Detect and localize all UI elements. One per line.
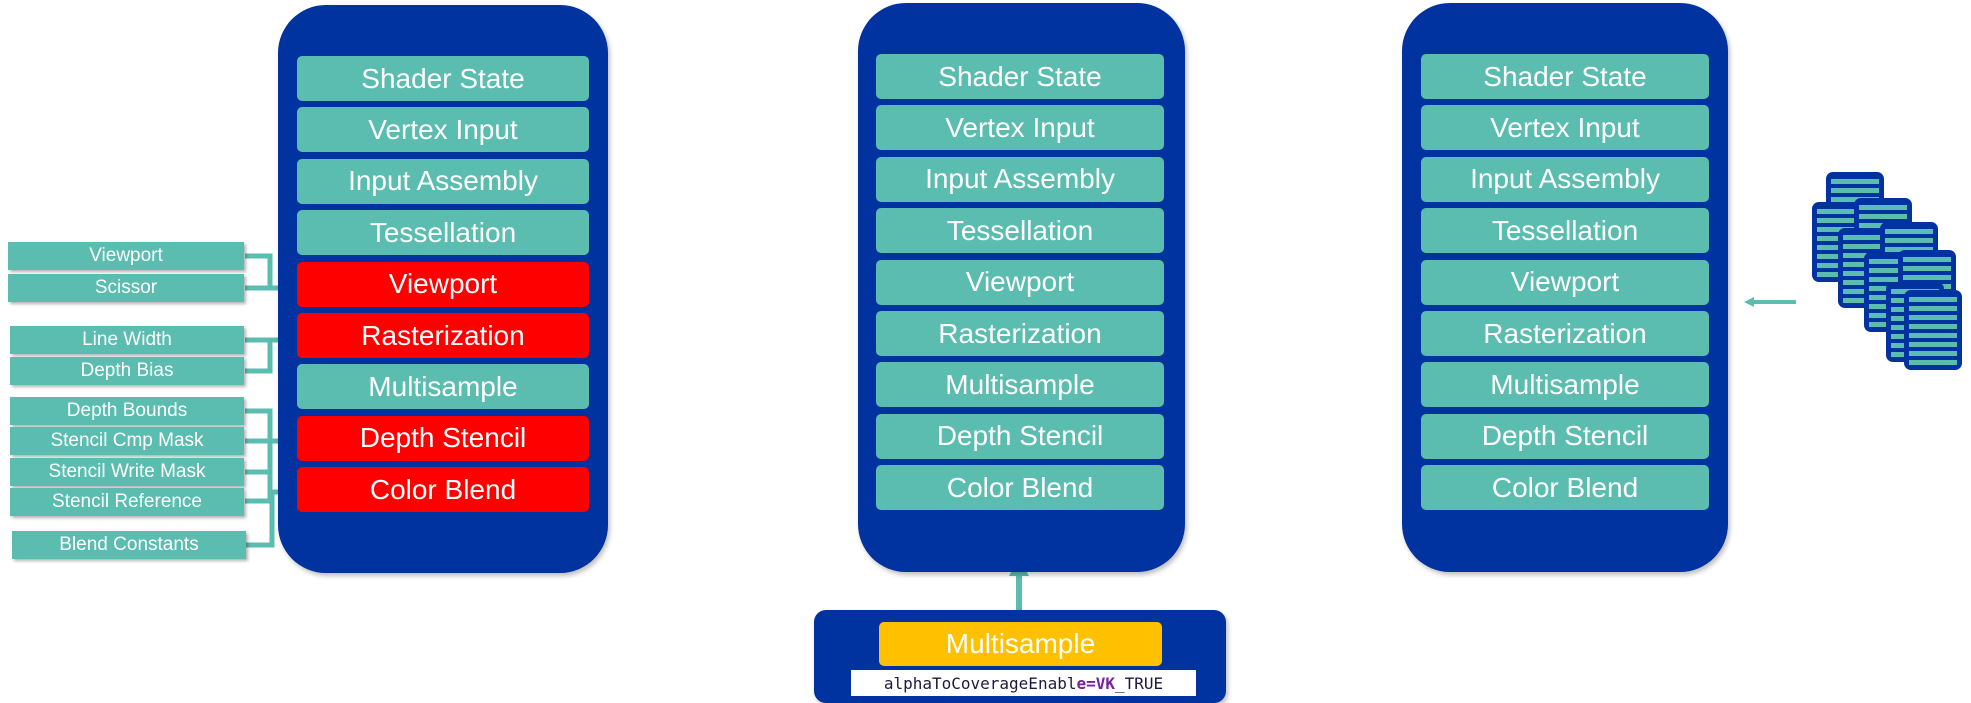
right-stage-viewport: Viewport (1421, 259, 1709, 305)
left-stage-input-assembly: Input Assembly (297, 158, 589, 204)
pipeline-card-stage-line (1909, 360, 1957, 365)
viewport-bracket (245, 253, 282, 291)
tag-line-width: Line Width (10, 326, 244, 354)
pipeline-card-stage-line (1831, 179, 1879, 184)
pipeline-card-stage-line (1885, 229, 1933, 234)
left-stage-shader-state: Shader State (297, 56, 589, 101)
pipeline-card-stage-line (1869, 259, 1917, 264)
pipeline-card-stage-line (1859, 214, 1907, 219)
tag-viewport: Viewport (8, 242, 244, 270)
code-prefix: alphaToCoverageEnabl (883, 673, 1077, 693)
pipeline-card-stage-line (1817, 218, 1865, 223)
middle-stage-rasterization: Rasterization (876, 311, 1164, 356)
pipeline-card-stage-line (1817, 209, 1865, 214)
middle-stage-vertex-input: Vertex Input (876, 105, 1164, 151)
pipeline-card-stage-line (1885, 238, 1933, 243)
right-stage-multisample: Multisample (1421, 362, 1709, 408)
pipeline-card-stage-line (1869, 277, 1917, 282)
tag-stencil-write-mask: Stencil Write Mask (10, 458, 244, 486)
right-stage-color-blend: Color Blend (1421, 465, 1709, 511)
left-stage-viewport: Viewport (297, 261, 589, 307)
pipeline-card-stage-line (1909, 351, 1957, 356)
left-stage-tessellation: Tessellation (297, 210, 589, 256)
code-bold: e=VK (1076, 673, 1115, 693)
pipeline-card-stage-line (1831, 197, 1879, 202)
left-stage-depth-stencil: Depth Stencil (297, 415, 589, 461)
right-stage-depth-stencil: Depth Stencil (1421, 413, 1709, 459)
pipeline-card-stage-line (1909, 306, 1957, 311)
tag-blend-constants: Blend Constants (12, 531, 246, 559)
pipeline-card-stage-line (1831, 188, 1879, 193)
right-stage-shader-state: Shader State (1421, 54, 1709, 99)
middle-stage-multisample: Multisample (876, 362, 1164, 408)
middle-stage-input-assembly: Input Assembly (876, 156, 1164, 202)
depth-stencil-bracket (245, 408, 282, 504)
pipeline-card-stage-line (1843, 244, 1891, 249)
code-suffix: _TRUE (1115, 673, 1164, 693)
tag-scissor: Scissor (8, 274, 244, 302)
tag-depth-bounds: Depth Bounds (10, 397, 244, 425)
pipeline-card-stage-line (1869, 268, 1917, 273)
middle-stage-color-blend: Color Blend (876, 465, 1164, 511)
pipeline-card-stage-line (1909, 315, 1957, 320)
tag-stencil-cmp-mask: Stencil Cmp Mask (10, 427, 244, 455)
multisample-detail-label: Multisample (879, 622, 1162, 666)
right-stage-input-assembly: Input Assembly (1421, 156, 1709, 202)
rasterization-bracket (245, 337, 282, 374)
right-stage-rasterization: Rasterization (1421, 311, 1709, 356)
pipeline-card-stage-line (1909, 324, 1957, 329)
pipeline-card-stage-line (1885, 247, 1933, 252)
middle-stage-viewport: Viewport (876, 259, 1164, 305)
left-stage-vertex-input: Vertex Input (297, 107, 589, 153)
left-stage-rasterization: Rasterization (297, 313, 589, 358)
pipeline-card-stage-line (1909, 342, 1957, 347)
pipeline-card-stage-line (1859, 205, 1907, 210)
color-blend-bracket (245, 489, 282, 548)
pipeline-card-stage-line (1903, 257, 1951, 262)
left-stage-multisample: Multisample (297, 364, 589, 410)
cache-arrowhead (1744, 297, 1754, 307)
left-stage-color-blend: Color Blend (297, 467, 589, 513)
middle-stage-depth-stencil: Depth Stencil (876, 413, 1164, 459)
right-stage-tessellation: Tessellation (1421, 208, 1709, 254)
pipeline-card-stage-line (1843, 235, 1891, 240)
stacked-pipelines-icon (1812, 172, 1962, 370)
tag-stencil-reference: Stencil Reference (10, 488, 244, 516)
pipeline-card-stage-line (1903, 275, 1951, 280)
pipeline-card-stage-line (1909, 297, 1957, 302)
middle-stage-tessellation: Tessellation (876, 208, 1164, 254)
middle-stage-shader-state: Shader State (876, 54, 1164, 99)
tag-depth-bias: Depth Bias (10, 357, 244, 385)
pipeline-card-stage-line (1903, 266, 1951, 271)
pipeline-card-stage-line (1909, 333, 1957, 338)
right-stage-vertex-input: Vertex Input (1421, 105, 1709, 151)
